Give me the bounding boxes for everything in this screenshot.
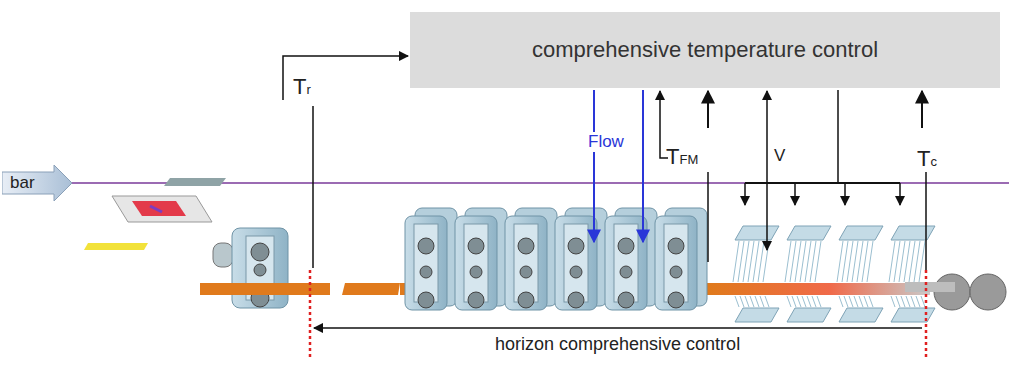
finishing-stand bbox=[655, 208, 707, 310]
node-text: bar bbox=[10, 173, 35, 193]
finishing-stand bbox=[455, 208, 507, 310]
flow-label: Flow bbox=[586, 132, 626, 152]
cooling-header bbox=[889, 226, 935, 322]
temperature-symbol: TFM bbox=[666, 146, 698, 168]
bar-arrow: bar bbox=[2, 165, 72, 201]
finishing-stand bbox=[555, 208, 607, 310]
finishing-stand bbox=[505, 208, 557, 310]
finishing-stand bbox=[405, 208, 457, 310]
temperature-symbol: Tr bbox=[293, 76, 311, 98]
cooling-header bbox=[837, 226, 883, 322]
temperature-symbol: Tc bbox=[917, 148, 937, 170]
node-text: comprehensive temperature control bbox=[532, 37, 878, 63]
speed-symbol: V bbox=[774, 146, 785, 166]
horizon-label: horizon comprehensive control bbox=[495, 334, 740, 355]
cooling-header bbox=[785, 226, 831, 322]
cooling-header bbox=[733, 226, 779, 322]
finishing-stand bbox=[605, 208, 657, 310]
control-box: comprehensive temperature control bbox=[410, 12, 1000, 88]
